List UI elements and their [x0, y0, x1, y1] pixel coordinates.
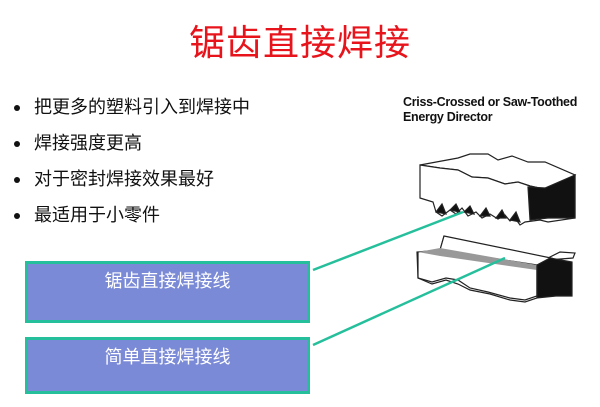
bullet-item: 把更多的塑料引入到焊接中 — [10, 90, 250, 126]
bullet-text: 把更多的塑料引入到焊接中 — [34, 97, 250, 118]
simple-weld-line-label: 简单直接焊接线 — [25, 337, 310, 394]
caption-line: Energy Director — [403, 110, 493, 124]
saw-toothed-block — [419, 153, 577, 226]
bullet-item: 对于密封焊接效果最好 — [10, 162, 250, 198]
simple-block — [416, 235, 576, 303]
saw-tooth-weld-line-label: 锯齿直接焊接线 — [25, 261, 310, 323]
bullet-dot-icon — [14, 141, 20, 147]
caption-line: Criss-Crossed or Saw-Toothed — [403, 95, 578, 109]
bullet-list: 把更多的塑料引入到焊接中 焊接强度更高 对于密封焊接效果最好 最适用于小零件 — [10, 90, 250, 234]
bullet-dot-icon — [14, 177, 20, 183]
label-text: 锯齿直接焊接线 — [104, 271, 231, 292]
leader-line-saw-tooth — [312, 210, 464, 272]
bullet-dot-icon — [14, 213, 20, 219]
bullet-dot-icon — [14, 105, 20, 111]
leader-line-simple — [312, 256, 506, 347]
label-text: 简单直接焊接线 — [104, 347, 231, 368]
slide-title: 锯齿直接焊接 — [188, 23, 411, 64]
bullet-text: 对于密封焊接效果最好 — [34, 169, 214, 190]
figure-caption: Criss-Crossed or Saw-Toothed Energy Dire… — [403, 95, 577, 125]
bullet-text: 最适用于小零件 — [34, 205, 160, 226]
bullet-text: 焊接强度更高 — [34, 133, 142, 154]
bullet-item: 焊接强度更高 — [10, 126, 250, 162]
bullet-item: 最适用于小零件 — [10, 198, 250, 234]
